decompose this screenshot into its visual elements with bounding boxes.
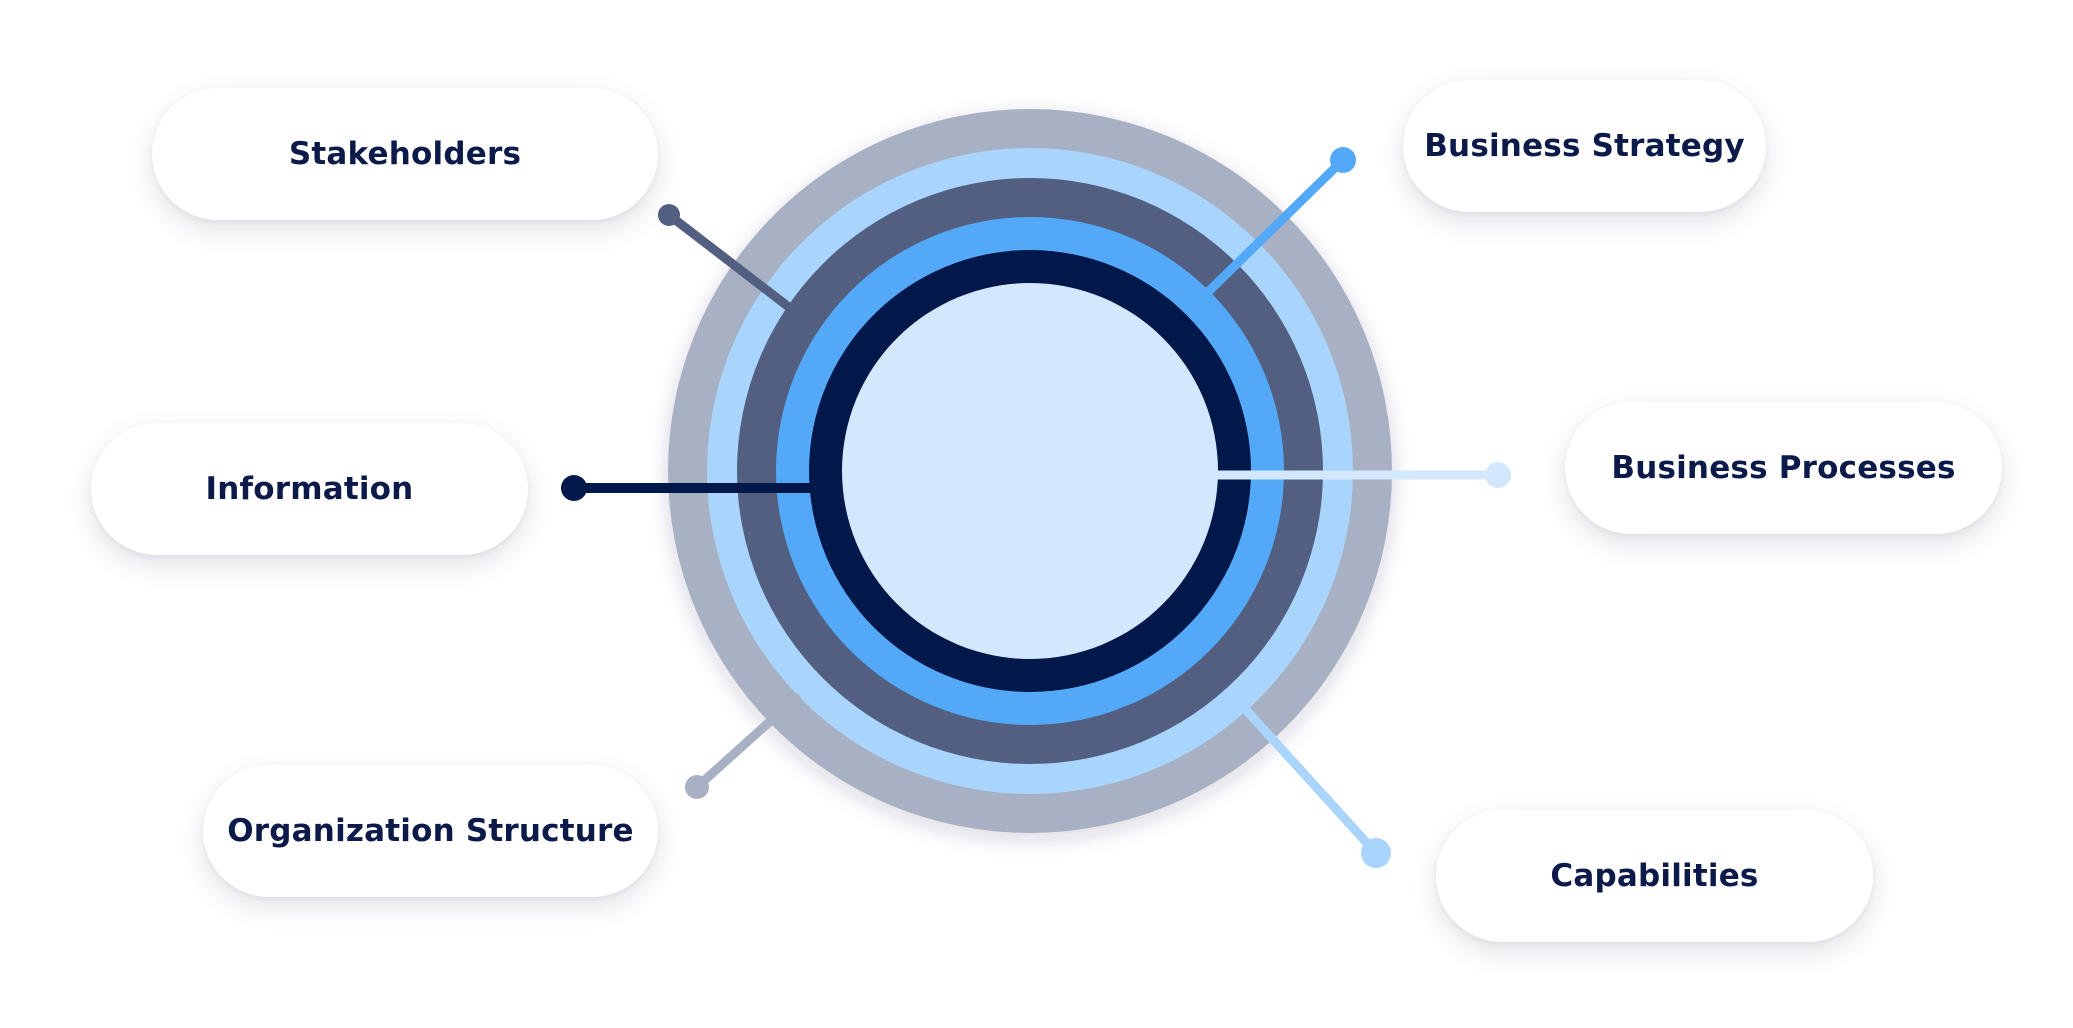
- connectors: [561, 147, 1511, 868]
- connector-business-strategy: [1203, 147, 1356, 297]
- label-capabilities: Capabilities: [1436, 810, 1873, 942]
- label-organization-structure: Organization Structure: [203, 765, 658, 897]
- connector-information: [561, 475, 817, 501]
- connector-business-processes: [1213, 462, 1511, 488]
- label-business-strategy-text: Business Strategy: [1424, 128, 1745, 164]
- label-stakeholders-text: Stakeholders: [288, 136, 522, 172]
- label-business-processes-text: Business Processes: [1611, 450, 1956, 486]
- core-circle: [842, 283, 1218, 659]
- label-stakeholders: Stakeholders: [152, 88, 658, 220]
- label-information-text: Information: [205, 471, 414, 507]
- connector-organization-structure: [685, 693, 801, 799]
- label-business-strategy: Business Strategy: [1403, 80, 1766, 212]
- label-business-processes: Business Processes: [1565, 402, 2002, 534]
- connector-stakeholders: [658, 204, 795, 313]
- label-information: Information: [91, 423, 528, 555]
- connector-capabilities: [1232, 695, 1391, 868]
- label-organization-structure-text: Organization Structure: [227, 813, 634, 849]
- label-capabilities-text: Capabilities: [1550, 858, 1759, 894]
